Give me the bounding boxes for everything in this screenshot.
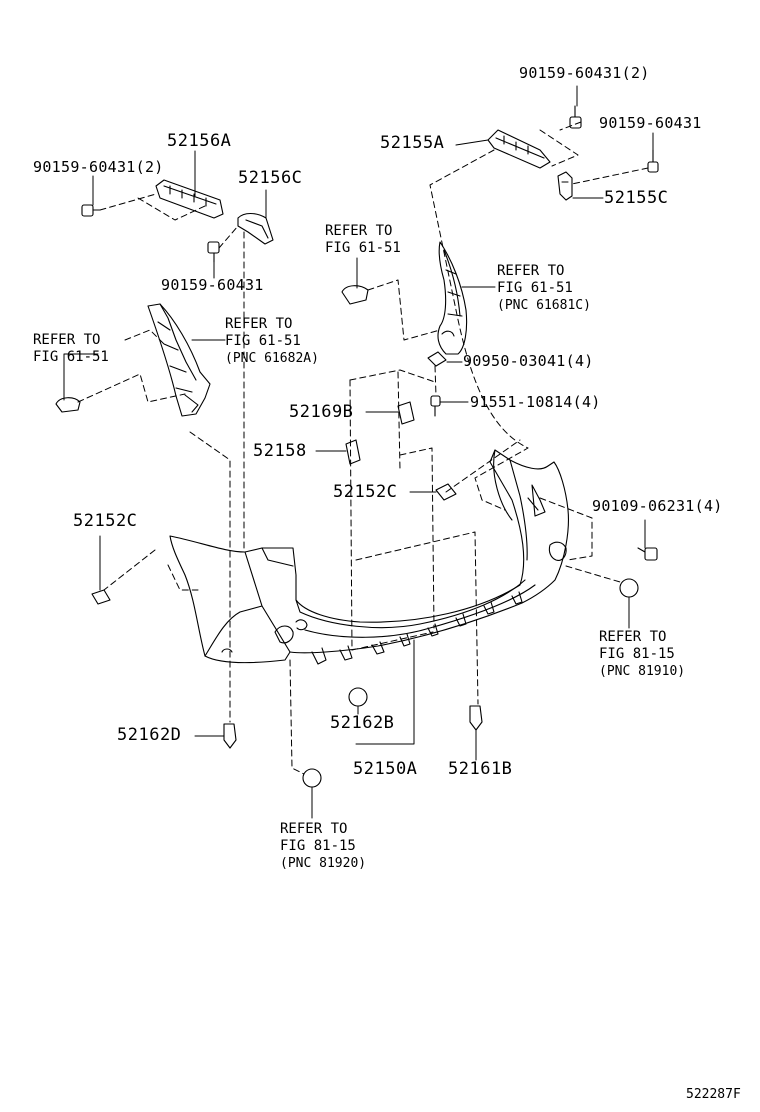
ref-line: (PNC 81920) xyxy=(280,856,367,871)
callout-90950-03041: 90950-03041(4) xyxy=(463,352,594,370)
ref-line: (PNC 81910) xyxy=(599,664,686,679)
callout-52162D: 52162D xyxy=(117,725,182,745)
ref-line: REFER TO xyxy=(599,629,667,645)
ref-line: FIG 81-15 xyxy=(599,646,675,662)
bracket-52156C-shape xyxy=(237,212,274,245)
diagram-id: 522287F xyxy=(686,1087,741,1102)
leader-lines xyxy=(63,85,654,819)
ref-line: FIG 81-15 xyxy=(280,838,356,854)
callout-52150A: 52150A xyxy=(353,759,418,779)
bracket-52155A-shape xyxy=(487,129,551,169)
ref-line: (PNC 61681C) xyxy=(497,298,591,313)
ref-fig-61-51-left: REFER TO FIG 61-51 xyxy=(33,332,109,366)
right-side-retainer-shape xyxy=(437,241,468,355)
ref-fig-61-51-right: REFER TO FIG 61-51 (PNC 61681C) xyxy=(497,263,591,314)
callout-52169B: 52169B xyxy=(289,402,354,422)
ref-line: REFER TO xyxy=(325,223,393,239)
ref-line: FIG 61-51 xyxy=(497,280,573,296)
ref-fig-81-15-bottom: REFER TO FIG 81-15 (PNC 81920) xyxy=(280,821,366,872)
ref-line: FIG 61-51 xyxy=(33,349,109,365)
bracket-52155C-shape xyxy=(557,171,573,201)
callout-52152C-left: 52152C xyxy=(73,511,138,531)
ref-fig-61-51-top: REFER TO FIG 61-51 xyxy=(325,223,401,257)
bumper-cover-shape xyxy=(169,449,569,665)
fastener-shapes xyxy=(55,105,659,788)
callout-90109-06231: 90109-06231(4) xyxy=(592,497,723,515)
callout-52156A: 52156A xyxy=(167,131,232,151)
callout-90159-60431-2-top: 90159-60431(2) xyxy=(519,64,650,82)
callout-91551-10814: 91551-10814(4) xyxy=(470,393,601,411)
bracket-52156A-shape xyxy=(155,179,224,219)
callout-52155C: 52155C xyxy=(604,188,669,208)
callout-90159-60431-2-left: 90159-60431(2) xyxy=(33,158,164,176)
callout-52152C-center: 52152C xyxy=(333,482,398,502)
ref-line: REFER TO xyxy=(225,316,293,332)
ref-fig-81-15-right: REFER TO FIG 81-15 (PNC 81910) xyxy=(599,629,685,680)
callout-90159-60431-right: 90159-60431 xyxy=(599,114,702,132)
dashed-lines xyxy=(77,121,649,775)
ref-line: (PNC 61682A) xyxy=(225,351,319,366)
callout-90159-60431-mid: 90159-60431 xyxy=(161,276,264,294)
callout-52156C: 52156C xyxy=(238,168,303,188)
callout-52161B: 52161B xyxy=(448,759,513,779)
ref-fig-61-51-center: REFER TO FIG 61-51 (PNC 61682A) xyxy=(225,316,319,367)
ref-line: REFER TO xyxy=(497,263,565,279)
ref-line: FIG 61-51 xyxy=(325,240,401,256)
ref-line: FIG 61-51 xyxy=(225,333,301,349)
callout-52155A: 52155A xyxy=(380,133,445,153)
left-side-retainer-shape xyxy=(147,303,211,417)
callout-52162B: 52162B xyxy=(330,713,395,733)
ref-line: REFER TO xyxy=(33,332,101,348)
callout-52158: 52158 xyxy=(253,441,307,461)
ref-line: REFER TO xyxy=(280,821,348,837)
